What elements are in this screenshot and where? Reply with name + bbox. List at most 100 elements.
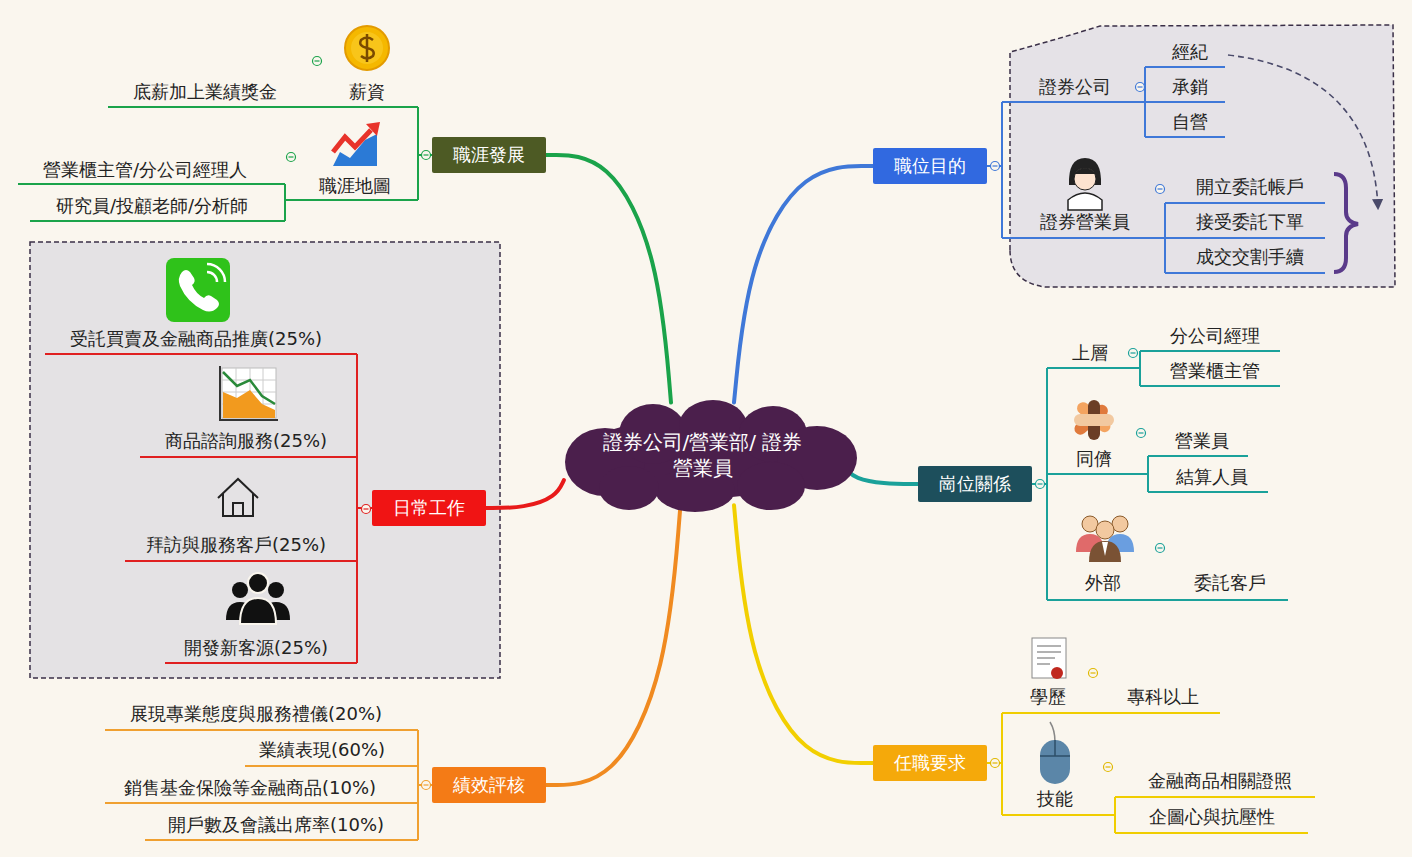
collapse-toggle [1158,188,1163,189]
area-chart-icon [220,366,278,420]
branch-connector [486,480,564,508]
people-icon [240,598,276,624]
leaf-label: 營業員 [1175,430,1229,452]
tree-lines [18,67,1325,840]
collapse-toggle [422,151,431,160]
leaf-label: 職涯地圖 [319,175,391,197]
collapse-toggle [1091,672,1096,673]
branch-box: 任職要求 [873,745,987,781]
leaf-label: 商品諮詢服務(25%) [165,430,327,452]
chart-icon [366,122,380,136]
leaf-label: 銷售基金保險等金融商品(10%) [124,777,376,799]
leaf-label: 開戶數及會議出席率(10%) [168,814,384,836]
people-icon [232,582,248,598]
collapse-toggle [1104,763,1113,772]
collapse-toggle [313,57,322,66]
leaf-label: 上層 [1072,342,1108,364]
certificate-icon [1037,646,1061,664]
phone-icon [179,270,219,312]
coin-icon [360,34,374,62]
collapse-toggle [1156,544,1165,553]
leaf-label: 承銷 [1172,76,1208,98]
node-text: 職涯發展 [453,144,525,166]
collapse-toggle [1158,547,1163,548]
coin-icon [351,32,383,64]
collapse-toggle [422,781,431,790]
collapse-toggle [991,759,1000,768]
chart-icon [333,122,380,166]
tree-lines [18,107,432,221]
collapse-toggle [1138,86,1143,87]
leaf-label: 成交交割手續 [1196,246,1304,268]
area-chart-icon [222,368,276,418]
leaf-label: 受託買賣及金融商品推廣(25%) [70,328,322,350]
group-icon [1089,541,1121,562]
brace [1334,174,1358,272]
collapse-toggle [1137,429,1146,438]
leaf-label: 業績表現(60%) [259,739,385,761]
node-text: 日常工作 [393,497,465,519]
node-text: 任職要求 [894,752,966,774]
dashed-panel [30,25,1395,678]
branch-box: 績效評核 [432,767,546,803]
node-text: 崗位關係 [939,473,1011,495]
collapse-toggle [1129,349,1138,358]
tree-lines [1032,351,1288,600]
people-icon [248,573,268,593]
house-icon [218,479,258,516]
female-icon [1068,158,1102,210]
collapse-toggle [1137,429,1146,438]
certificate-icon [1032,638,1066,678]
collapse-toggle [1106,766,1111,767]
tree-lines [987,67,1325,273]
mouse-icon [1040,740,1070,756]
collapse-toggle [1104,763,1113,772]
area-chart-icon [220,366,278,420]
collapse-toggle [991,162,1000,171]
collapse-toggle [422,781,431,790]
tree-lines [987,713,1315,833]
collapse-toggle [1036,480,1045,489]
collapse-toggle [289,156,294,157]
cloud-shape [599,466,659,510]
collapse-toggle [287,57,1165,790]
collapse-toggle [1038,483,1043,484]
coin-icon [345,26,389,70]
brace [1334,174,1358,272]
leaf-label: 底薪加上業績獎金 [133,81,277,103]
cloud-shape [545,398,860,512]
collapse-toggle [287,153,296,162]
collapse-toggle [362,505,371,514]
house-icon [233,503,243,516]
leaf-label: 經紀 [1172,41,1208,63]
collapse-toggle [993,165,998,166]
leaf-label: 營業櫃主管/分公司經理人 [43,159,247,181]
mouse-icon [1040,722,1070,784]
collapse-toggle [991,759,1000,768]
mouse-icon [1050,722,1055,742]
hands-icon [1072,400,1114,440]
central-topic: 證券公司/營業部/ 證券營業員 [545,398,860,512]
area-chart-icon [222,368,276,418]
branch-box: 崗位關係 [918,466,1032,502]
branch-box: 職涯發展 [432,137,546,173]
leaf-label: 結算人員 [1176,466,1248,488]
collapse-toggle [1156,544,1165,553]
collapse-toggle [1139,432,1144,433]
collapse-toggle [362,505,371,514]
branch-connector [734,166,873,403]
branch-connector [734,505,873,763]
group-icon [1096,521,1114,539]
collapse-toggle [315,60,320,61]
collapse-toggle [1131,352,1136,353]
group-icon [1076,516,1134,562]
leaf-label: 研究員/投顧老師/分析師 [56,195,248,217]
phone-icon [166,258,230,322]
leaf-label: 開發新客源(25%) [184,637,328,659]
branch-connector [546,155,671,403]
tree-lines [45,354,372,663]
area-chart-icon [223,390,275,418]
phone-icon [207,264,225,282]
leaf-label: 拜訪與服務客戶(25%) [146,534,326,556]
